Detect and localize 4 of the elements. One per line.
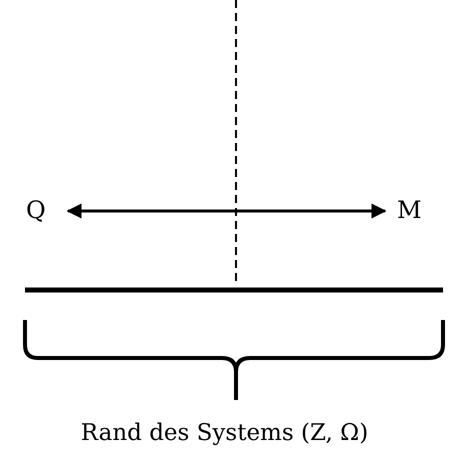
variable-label: M: [397, 196, 422, 224]
boundary-caption: Rand des Systems (Z, Ω): [80, 420, 368, 446]
variable-label: Q: [26, 196, 46, 224]
double-arrow: [66, 204, 386, 218]
